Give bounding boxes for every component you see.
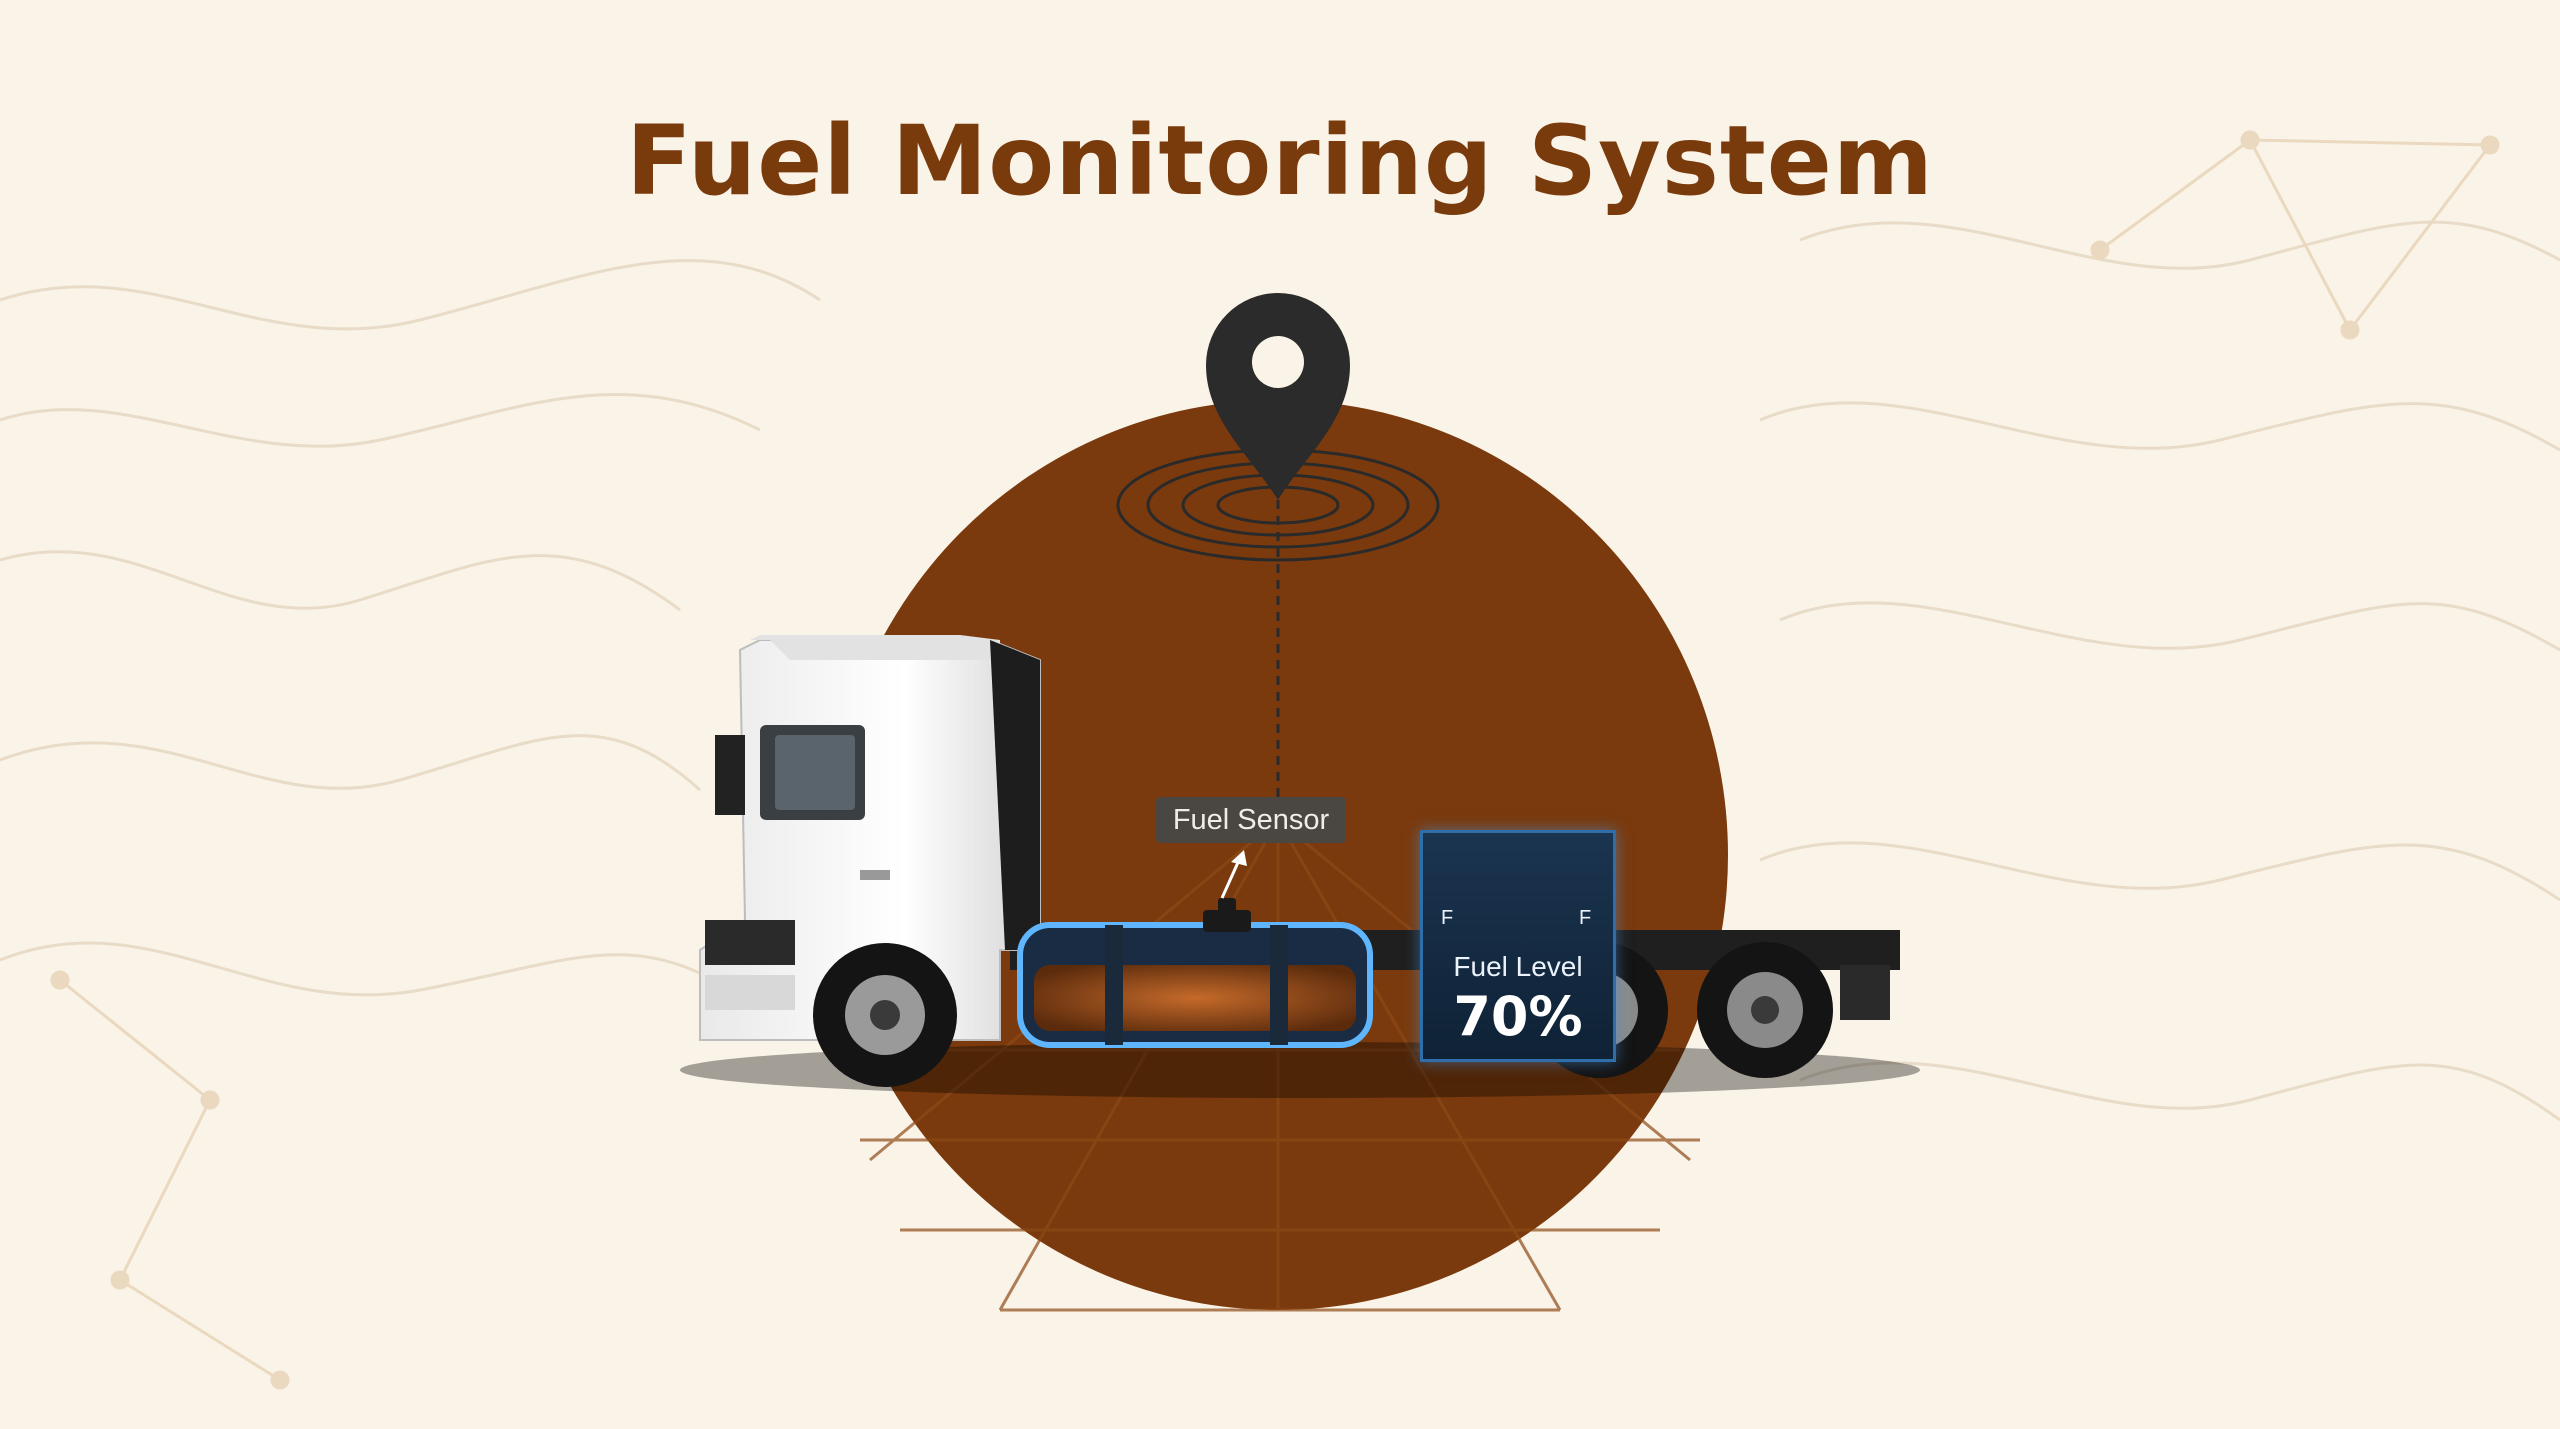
sensor-arrow-head: [1231, 850, 1247, 866]
location-pin-icon: [1206, 293, 1350, 500]
fuel-sensor: [1203, 898, 1251, 932]
network-nodes: [50, 130, 2500, 1390]
sensor-arrow: [1220, 857, 1242, 899]
fuel-sensor-label: Fuel Sensor: [1156, 797, 1346, 843]
fuel-tank: [1017, 922, 1373, 1048]
gauge-empty-mark: F: [1441, 907, 1454, 929]
topographic-background: [0, 220, 2560, 1122]
fuel-level-label: Fuel Level: [1453, 951, 1583, 982]
fuel-level-value: 70%: [1453, 985, 1583, 1048]
fuel-sensor-label-text: Fuel Sensor: [1172, 803, 1330, 836]
page-title: Fuel Monitoring System: [626, 105, 1934, 217]
fuel-level-panel: F F Fuel Level 70%: [1420, 830, 1616, 1062]
gauge-full-mark: F: [1579, 907, 1592, 929]
truck-icon: [699, 635, 1041, 1087]
